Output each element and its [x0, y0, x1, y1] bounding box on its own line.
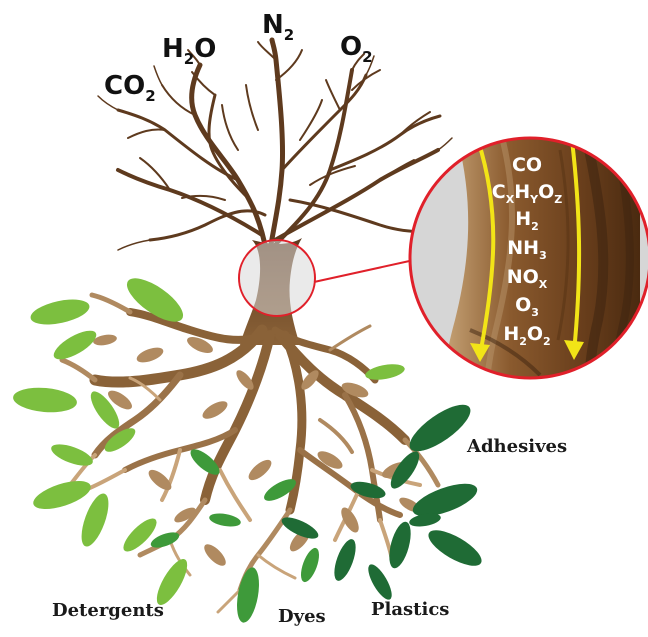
zoom-connector — [239, 240, 414, 316]
gas-label-h2o: H2O — [162, 34, 216, 68]
root-system — [62, 295, 438, 612]
product-label-detergents: Detergents — [52, 600, 164, 621]
gas-label-co2: CO2 — [104, 71, 156, 105]
trunk-zoom-marker — [239, 240, 315, 316]
trunk-species-cxhyoz: CXHYOZ — [492, 181, 562, 206]
product-label-adhesives: Adhesives — [466, 436, 567, 457]
gas-label-n2: N2 — [262, 10, 294, 44]
product-label-dyes: Dyes — [278, 606, 326, 627]
trunk-zoom-inset: CO CXHYOZ H2 NH3 NOX O3 H2O2 — [410, 130, 648, 390]
product-label-plastics: Plastics — [371, 599, 449, 620]
trunk-species-co: CO — [512, 154, 542, 176]
gas-label-o2: O2 — [340, 32, 373, 66]
canopy-branches — [98, 40, 452, 262]
